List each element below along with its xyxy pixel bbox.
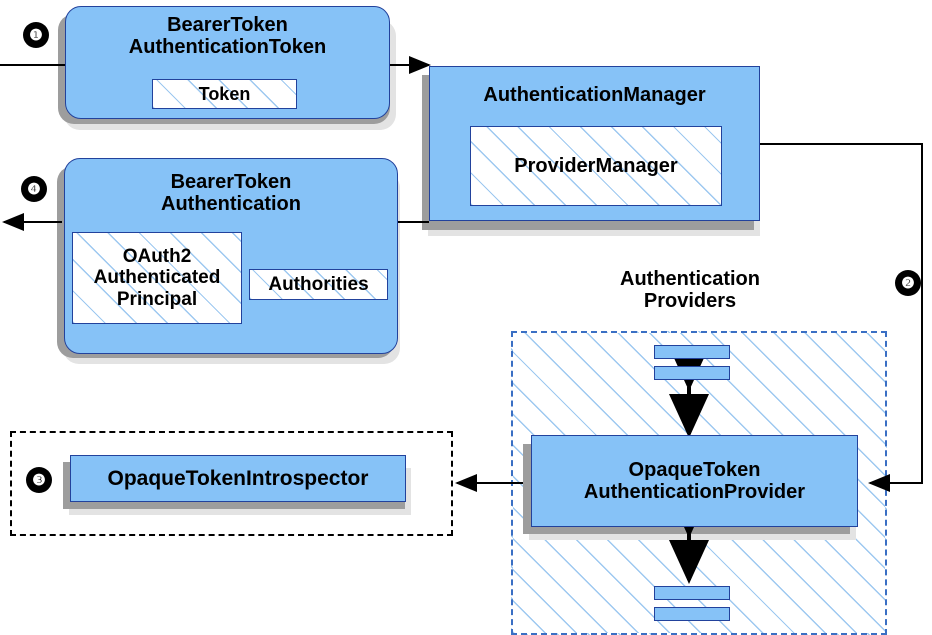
authentication-providers-caption: Authentication Providers — [620, 268, 760, 313]
opaque-token-authentication-provider-title: OpaqueToken AuthenticationProvider — [583, 458, 806, 503]
node-opaque-token-authentication-provider[interactable]: OpaqueToken AuthenticationProvider — [531, 435, 858, 527]
provider-top-interface-bar-2 — [654, 366, 730, 380]
inner-oauth2-authenticated-principal[interactable]: OAuth2 Authenticated Principal — [72, 232, 242, 324]
step-marker-2: ❷ — [896, 271, 920, 295]
node-opaque-token-introspector[interactable]: OpaqueTokenIntrospector — [70, 455, 406, 502]
bearer-token-authentication-title: BearerToken Authentication — [161, 171, 301, 216]
step-marker-4: ❹ — [22, 177, 46, 201]
inner-provider-manager[interactable]: ProviderManager — [470, 126, 722, 206]
bearer-token-authentication-token-title: BearerToken AuthenticationToken — [128, 14, 327, 59]
group-introspector — [10, 431, 453, 536]
step-marker-1: ❶ — [24, 23, 48, 47]
inner-authorities[interactable]: Authorities — [249, 269, 388, 300]
inner-token[interactable]: Token — [152, 79, 297, 109]
authentication-manager-title: AuthenticationManager — [483, 84, 706, 106]
opaque-token-introspector-title: OpaqueTokenIntrospector — [107, 466, 369, 490]
provider-bottom-interface-bar-2 — [654, 607, 730, 621]
provider-top-interface-bar-1 — [654, 345, 730, 359]
provider-bottom-interface-bar-1 — [654, 586, 730, 600]
step-marker-3: ❸ — [27, 468, 51, 492]
